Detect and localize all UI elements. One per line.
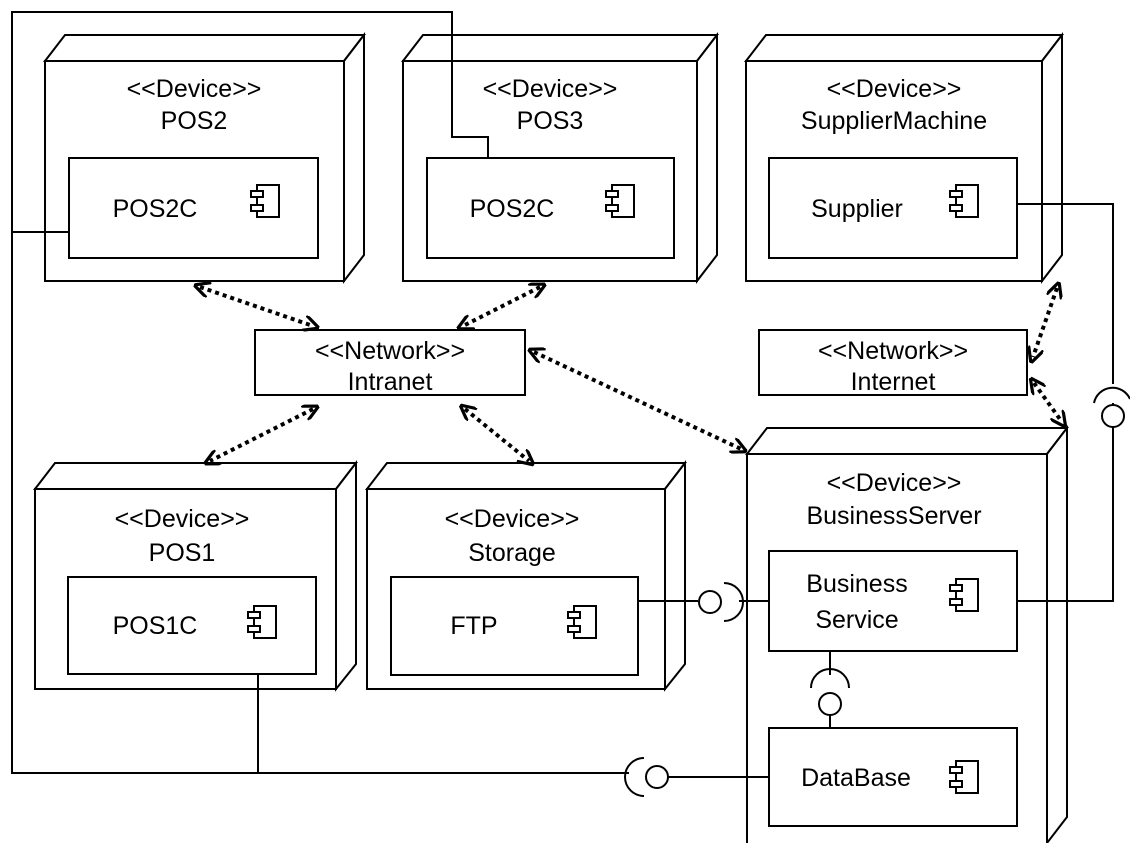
database-component: DataBase (768, 727, 1018, 827)
path-pos2-intranet (200, 287, 313, 326)
interface-supplier-business (1093, 386, 1130, 428)
database-label: DataBase (801, 764, 911, 792)
wire-pos3-to-bus (11, 11, 489, 232)
pos-required-socket (624, 757, 645, 797)
intranet-stereotype: <<Network>> (315, 337, 465, 365)
pos2-component: POS2C (68, 157, 319, 259)
database-provided-ball (645, 765, 669, 789)
business-service-component: Business Service (768, 550, 1018, 652)
business-service-label-line1: Business (806, 570, 907, 598)
node-pos3: <<Device>> POS3 POS2C (400, 32, 720, 284)
internet-stereotype: <<Network>> (818, 337, 968, 365)
wire-supplier-provided (1017, 203, 1114, 384)
pos2-stereotype: <<Device>> (127, 75, 262, 103)
path-supplier-internet (1033, 288, 1057, 357)
business-required-socket (810, 668, 850, 689)
storage-component: FTP (390, 576, 639, 676)
internet-name: Internet (851, 368, 936, 396)
connector-wires (11, 11, 1114, 778)
wire-pos2-to-database (11, 231, 629, 774)
supplier-component-label: Supplier (811, 195, 903, 223)
database-ball (818, 692, 842, 716)
business-provided-ball (1101, 404, 1125, 428)
pos1-component-label: POS1C (113, 612, 198, 640)
network-intranet: <<Network>> Intranet (254, 329, 526, 396)
path-pos3-intranet (463, 287, 540, 326)
ftp-provided-ball (698, 590, 722, 614)
interface-ftp (698, 582, 744, 622)
interface-database-business (810, 668, 850, 716)
business-server-name: BusinessServer (806, 502, 981, 530)
path-intranet-storage (465, 409, 529, 461)
network-internet: <<Network>> Internet (758, 329, 1028, 396)
pos3-component: POS2C (426, 157, 675, 259)
pos3-component-label: POS2C (470, 195, 555, 223)
pos2-name: POS2 (161, 107, 228, 135)
business-server-stereotype: <<Device>> (827, 469, 962, 497)
supplier-machine-name: SupplierMachine (801, 107, 987, 135)
path-intranet-pos1 (210, 409, 313, 461)
pos3-name: POS3 (517, 107, 584, 135)
path-internet-businessserver (1034, 383, 1062, 422)
intranet-name: Intranet (348, 368, 433, 396)
interface-database-pos (624, 757, 669, 797)
communication-paths (200, 287, 1062, 461)
pos3-stereotype: <<Device>> (483, 75, 618, 103)
node-pos2: <<Device>> POS2 POS2C (42, 32, 367, 284)
storage-component-label: FTP (450, 612, 497, 640)
storage-stereotype: <<Device>> (445, 505, 580, 533)
pos1-name: POS1 (149, 539, 216, 567)
node-storage: <<Device>> Storage FTP (364, 460, 688, 692)
node-business-server: <<Device>> BusinessServer Business Servi… (744, 425, 1070, 843)
wire-business-provided (1017, 403, 1114, 602)
pos1-stereotype: <<Device>> (115, 505, 250, 533)
supplier-component: Supplier (768, 157, 1018, 259)
business-service-label-line2: Service (815, 606, 898, 634)
pos2-component-label: POS2C (113, 195, 198, 223)
ftp-required-socket (723, 582, 744, 622)
storage-name: Storage (468, 539, 556, 567)
supplier-machine-stereotype: <<Device>> (827, 75, 962, 103)
supplier-required-socket (1093, 386, 1130, 404)
node-pos1: <<Device>> POS1 POS1C (32, 460, 359, 692)
node-supplier-machine: <<Device>> SupplierMachine Supplier (743, 32, 1065, 284)
path-intranet-businessserver (534, 352, 741, 449)
pos1-component: POS1C (67, 576, 317, 675)
